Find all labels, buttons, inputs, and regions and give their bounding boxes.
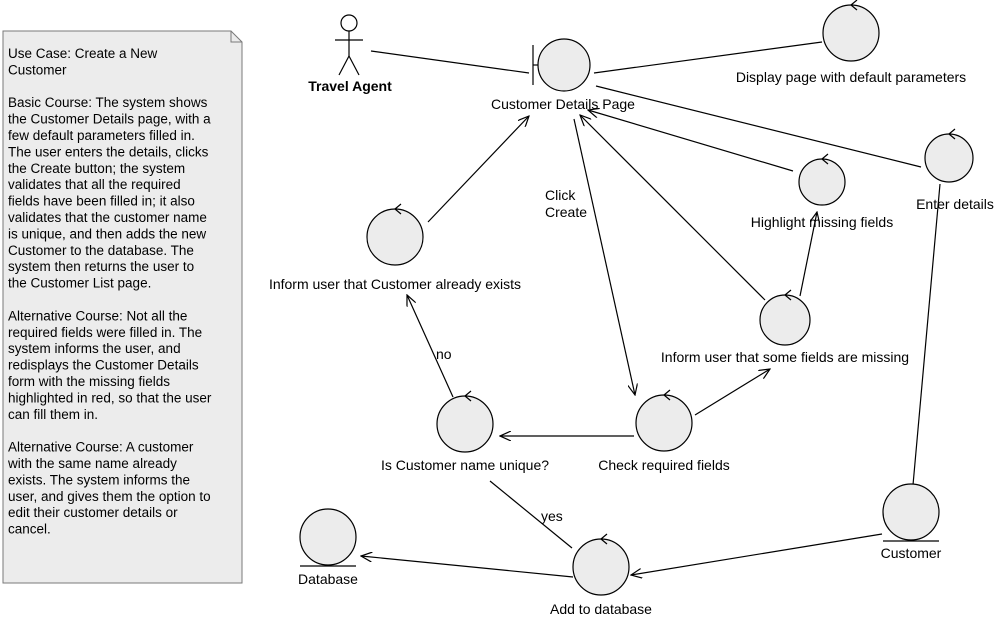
note-line: highlighted in red, so that the user bbox=[8, 390, 212, 405]
note-line: is unique, and then adds the new bbox=[8, 226, 206, 241]
check-required-control: Check required fields bbox=[598, 389, 730, 473]
no-label: no bbox=[436, 346, 452, 362]
database-entity: Database bbox=[298, 508, 358, 587]
note-line: validates that the customer name bbox=[8, 210, 207, 225]
customer-entity: Customer bbox=[881, 483, 942, 561]
edge-customer-to-add bbox=[631, 533, 883, 575]
note-line: Customer bbox=[8, 62, 67, 77]
display-page-label: Display page with default parameters bbox=[736, 69, 966, 85]
edge-enter-customer bbox=[912, 183, 941, 486]
note-line: Basic Course: The system shows bbox=[8, 95, 208, 110]
highlight-missing-control: Highlight missing fields bbox=[751, 153, 893, 230]
note-line: the Customer List page. bbox=[8, 276, 151, 291]
customer-label: Customer bbox=[881, 545, 942, 561]
note-line: cancel. bbox=[8, 522, 51, 537]
edge-boundary-display bbox=[593, 41, 823, 74]
note-line: Use Case: Create a New bbox=[8, 46, 158, 61]
note-line: required fields were filled in. The bbox=[8, 325, 202, 340]
edge-exists-to-boundary bbox=[427, 116, 529, 223]
display-page-control: Display page with default parameters bbox=[736, 0, 966, 85]
travel-agent-actor: Travel Agent bbox=[308, 14, 392, 94]
note-line: Alternative Course: Not all the bbox=[8, 308, 187, 323]
edge-boundary-enter bbox=[595, 85, 922, 168]
is-unique-control: Is Customer name unique? bbox=[381, 390, 549, 473]
note-line: Alternative Course: A customer bbox=[8, 440, 194, 455]
check-required-label: Check required fields bbox=[598, 457, 730, 473]
add-to-database-control: Add to database bbox=[550, 533, 652, 617]
add-to-database-label: Add to database bbox=[550, 601, 652, 617]
note-line: system informs the user, and bbox=[8, 341, 181, 356]
note-line: the Customer Details page, with a bbox=[8, 112, 211, 127]
customer-details-page-boundary: Customer Details Page bbox=[491, 38, 635, 112]
note-line: user, and gives them the option to bbox=[8, 489, 211, 504]
click-create-label-line2: Create bbox=[545, 204, 587, 220]
edge-check-to-missing bbox=[694, 369, 770, 416]
edge-boundary-to-check bbox=[573, 118, 635, 395]
yes-label: yes bbox=[541, 508, 563, 524]
note-line: with the same name already bbox=[7, 456, 177, 471]
highlight-missing-label: Highlight missing fields bbox=[751, 214, 893, 230]
customer-details-page-label: Customer Details Page bbox=[491, 96, 635, 112]
edge-unique-to-exists bbox=[407, 295, 454, 398]
edge-highlight-to-boundary bbox=[588, 110, 794, 172]
note-line: the Create button; the system bbox=[8, 161, 185, 176]
travel-agent-label: Travel Agent bbox=[308, 78, 392, 94]
edge-add-to-database bbox=[361, 556, 574, 578]
note-line: fields have been filled in; it also bbox=[8, 194, 195, 209]
edge-missing-to-highlight bbox=[799, 212, 817, 297]
note-line: system then returns the user to bbox=[8, 259, 194, 274]
inform-missing-control: Inform user that some fields are missing bbox=[661, 289, 909, 365]
note-line: Customer to the database. The bbox=[8, 243, 194, 258]
note-line: redisplays the Customer Details bbox=[8, 358, 199, 373]
click-create-label-line1: Click bbox=[545, 187, 576, 203]
stick-figure-icon bbox=[335, 14, 363, 76]
inform-exists-control: Inform user that Customer already exists bbox=[269, 203, 521, 292]
note-line: edit their customer details or bbox=[8, 505, 178, 520]
enter-details-label: Enter details bbox=[916, 196, 994, 212]
inform-exists-label: Inform user that Customer already exists bbox=[269, 276, 521, 292]
enter-details-control: Enter details bbox=[916, 128, 994, 212]
note-line: form with the missing fields bbox=[8, 374, 170, 389]
note-line: validates that all the required bbox=[8, 177, 181, 192]
edge-missing-to-boundary bbox=[580, 115, 766, 301]
note-line: few default parameters filled in. bbox=[8, 128, 195, 143]
database-label: Database bbox=[298, 571, 358, 587]
is-unique-label: Is Customer name unique? bbox=[381, 457, 549, 473]
edge-actor-boundary bbox=[370, 50, 530, 74]
note-line: can fill them in. bbox=[8, 407, 98, 422]
edge-unique-to-add bbox=[489, 480, 573, 549]
note-line: exists. The system informs the bbox=[8, 472, 190, 487]
inform-missing-label: Inform user that some fields are missing bbox=[661, 349, 909, 365]
note-line: The user enters the details, clicks bbox=[8, 144, 209, 159]
